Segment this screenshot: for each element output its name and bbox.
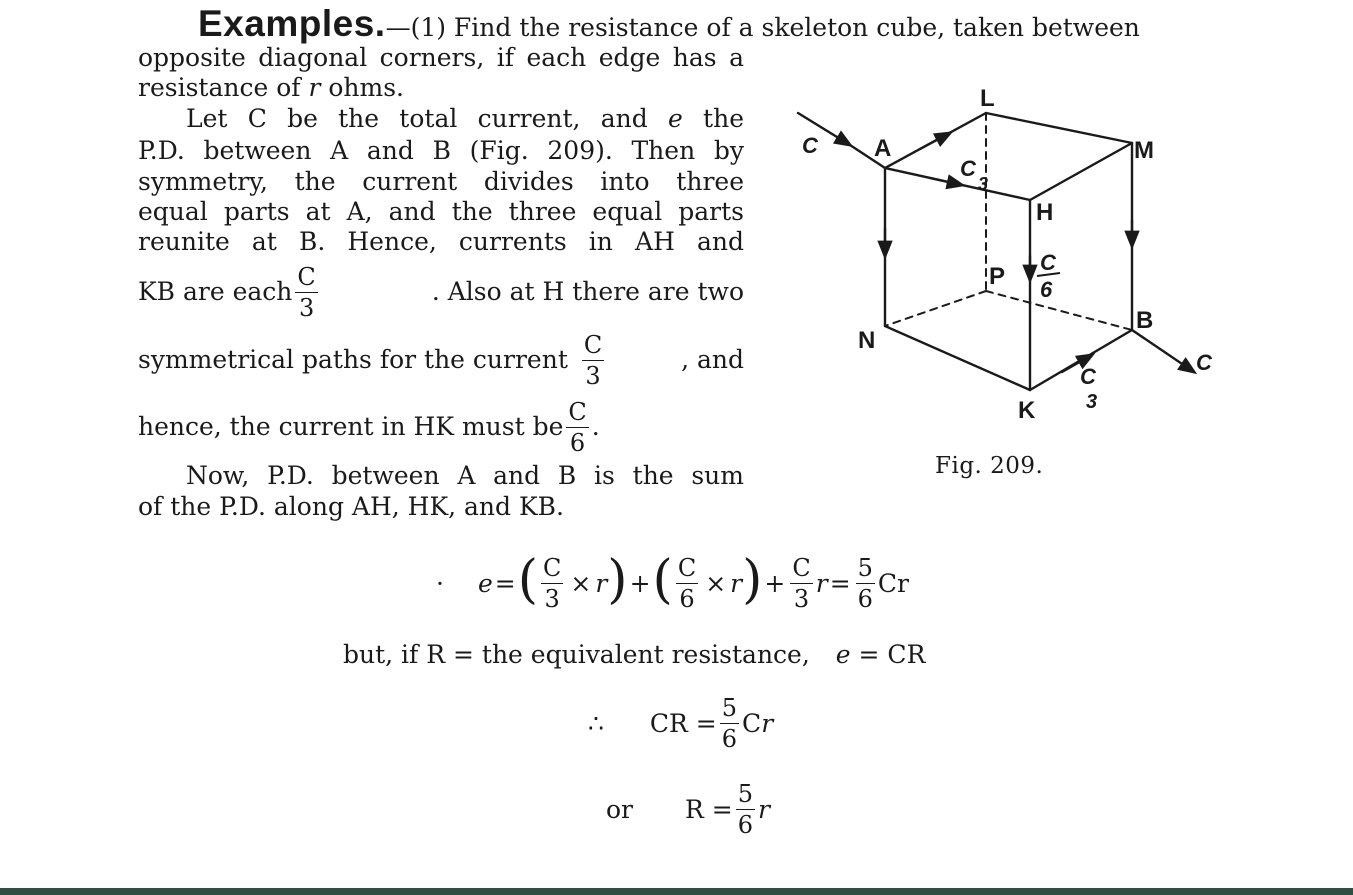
but-cr: = CR [850, 640, 926, 669]
p2l1a: Let C be the total current, and [186, 104, 669, 133]
label-a: A [874, 135, 891, 162]
text-line-2: opposite diagonal corners, if each edge … [138, 43, 744, 73]
bottom-bar [0, 888, 1353, 895]
line3a: resistance of [138, 73, 309, 102]
c6-fraction-bar [1036, 272, 1061, 277]
p2-line-5: reunite at B. Hence, currents in AH and [138, 227, 744, 256]
edge-n-k [883, 324, 1032, 392]
label-c3-bot-den: 3 [1086, 391, 1097, 413]
p2l1-e: e [668, 104, 683, 133]
label-c3-top: C [960, 156, 977, 181]
text-line-3: resistance of r ohms. [138, 73, 404, 103]
p2l1b: the [682, 104, 745, 133]
arrow-a-h [928, 174, 966, 190]
p2l7a: symmetrical paths for the current [138, 345, 568, 374]
eq1-plus-2: + [764, 568, 786, 598]
label-c6-num: C [1040, 250, 1057, 275]
eq4-r-eq: R = [685, 794, 733, 824]
examples-heading: Examples. [198, 3, 386, 44]
edge-h-m [1028, 141, 1134, 202]
but-text: but, if R = the equivalent resistance, [343, 640, 810, 669]
or-word: or [606, 794, 634, 824]
line2-text: opposite diagonal corners, if each edge … [138, 43, 744, 72]
p2-line-2: P.D. between A and B (Fig. 209). Then by [138, 136, 744, 165]
arrow-a-l [918, 131, 954, 151]
eq1-r-3: r [815, 568, 828, 598]
p2-line-3: symmetry, the current divides into three [138, 167, 744, 196]
p3-line-2: of the P.D. along AH, HK, and KB. [138, 492, 564, 521]
figure-caption: Fig. 209. [935, 453, 1044, 479]
label-k: K [1018, 397, 1036, 424]
eq1-e: e [477, 568, 493, 598]
edge-p-n [884, 290, 987, 327]
edge-p-b [985, 290, 1133, 331]
eq3-r: r [761, 708, 774, 738]
current-in-line [848, 143, 887, 170]
p3-line-1: Now, P.D. between A and B is the sum [186, 461, 744, 490]
label-n: N [858, 327, 875, 354]
example-heading-line: Examples.—(1) Find the resistance of a s… [198, 4, 1140, 48]
label-c6-den: 6 [1040, 277, 1053, 302]
eq1-times-2: × [705, 568, 727, 598]
line3b: ohms. [320, 73, 404, 102]
paren-open-2: ( [652, 550, 673, 610]
eq1-equals-2: = [829, 568, 851, 598]
edge-l-m [984, 111, 1134, 145]
label-p: P [989, 263, 1005, 290]
eq1-times-1: × [570, 568, 592, 598]
p2l8a: hence, the current in HK must be [138, 412, 564, 441]
paren-close-1: ) [607, 550, 628, 610]
label-l: L [980, 85, 995, 112]
eq1-plus-1: + [629, 568, 651, 598]
eq1-cr: Cr [877, 568, 910, 598]
eq3-cr: CR = [649, 708, 717, 738]
eq1-dot: · [436, 568, 444, 598]
p2l6a: KB are each [138, 277, 293, 306]
line3-r: r [308, 73, 321, 102]
label-m: M [1134, 137, 1154, 164]
label-c3-bot: C [1080, 364, 1097, 389]
eq3-c: C [742, 708, 762, 738]
label-b: B [1136, 307, 1153, 334]
p2-line-1: Let C be the total current, and e the [186, 104, 744, 134]
eq4-r: r [758, 794, 770, 824]
cube-figure: A L M H P B N K C C C 3 C 6 C 3 [796, 85, 1213, 424]
label-c3-top-den: 3 [978, 174, 988, 194]
but-e: e [835, 640, 851, 669]
eq1-r-2: r [730, 568, 743, 598]
label-c-out: C [1196, 350, 1213, 375]
heading-text: —(1) Find the resistance of a skeleton c… [385, 13, 1140, 42]
therefore-symbol: ∴ [588, 708, 604, 738]
label-h: H [1036, 199, 1053, 226]
current-out-line [1130, 328, 1198, 375]
but-line: but, if R = the equivalent resistance,e … [343, 640, 925, 670]
paren-open-1: ( [517, 550, 538, 610]
current-in-arrow [796, 111, 854, 148]
p2l8b: . [591, 412, 600, 441]
arrow-k-b [1060, 353, 1096, 374]
eq1-equals: = [494, 568, 516, 598]
paren-close-2: ) [742, 550, 763, 610]
label-c-in: C [802, 133, 819, 158]
p2l6b: . Also at H there are two [431, 277, 744, 306]
p2l7b: , and [681, 345, 744, 374]
p2-line-4: equal parts at A, and the three equal pa… [138, 197, 744, 226]
eq1-r-1: r [595, 568, 608, 598]
